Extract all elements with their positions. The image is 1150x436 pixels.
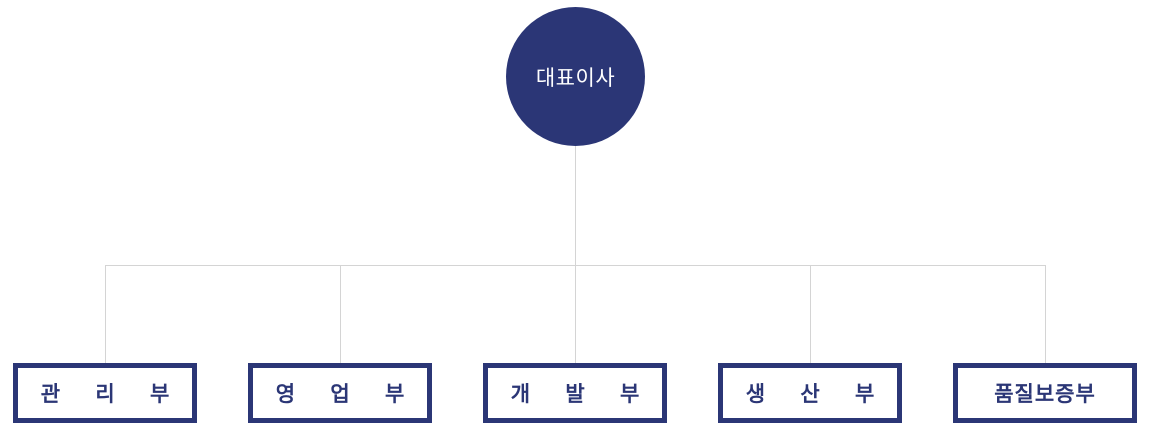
dept-label: 품질보증부 — [994, 382, 1096, 406]
dept-label: 개 발 부 — [510, 382, 654, 406]
root-node-label: 대표이사 — [535, 65, 616, 90]
branch-line-5 — [1045, 265, 1046, 363]
dept-box-development: 개 발 부 — [483, 363, 667, 423]
dept-label: 생 산 부 — [745, 382, 889, 406]
dept-box-production: 생 산 부 — [718, 363, 902, 423]
dept-box-quality-assurance: 품질보증부 — [953, 363, 1137, 423]
branch-line-4 — [810, 265, 811, 363]
dept-box-management: 관 리 부 — [13, 363, 197, 423]
branch-line-2 — [340, 265, 341, 363]
root-node-ceo: 대표이사 — [506, 7, 645, 146]
branch-line-3 — [575, 265, 576, 363]
branch-line-1 — [105, 265, 106, 363]
dept-label: 영 업 부 — [275, 382, 419, 406]
dept-box-sales: 영 업 부 — [248, 363, 432, 423]
root-stem-line — [575, 146, 576, 266]
dept-label: 관 리 부 — [40, 382, 184, 406]
